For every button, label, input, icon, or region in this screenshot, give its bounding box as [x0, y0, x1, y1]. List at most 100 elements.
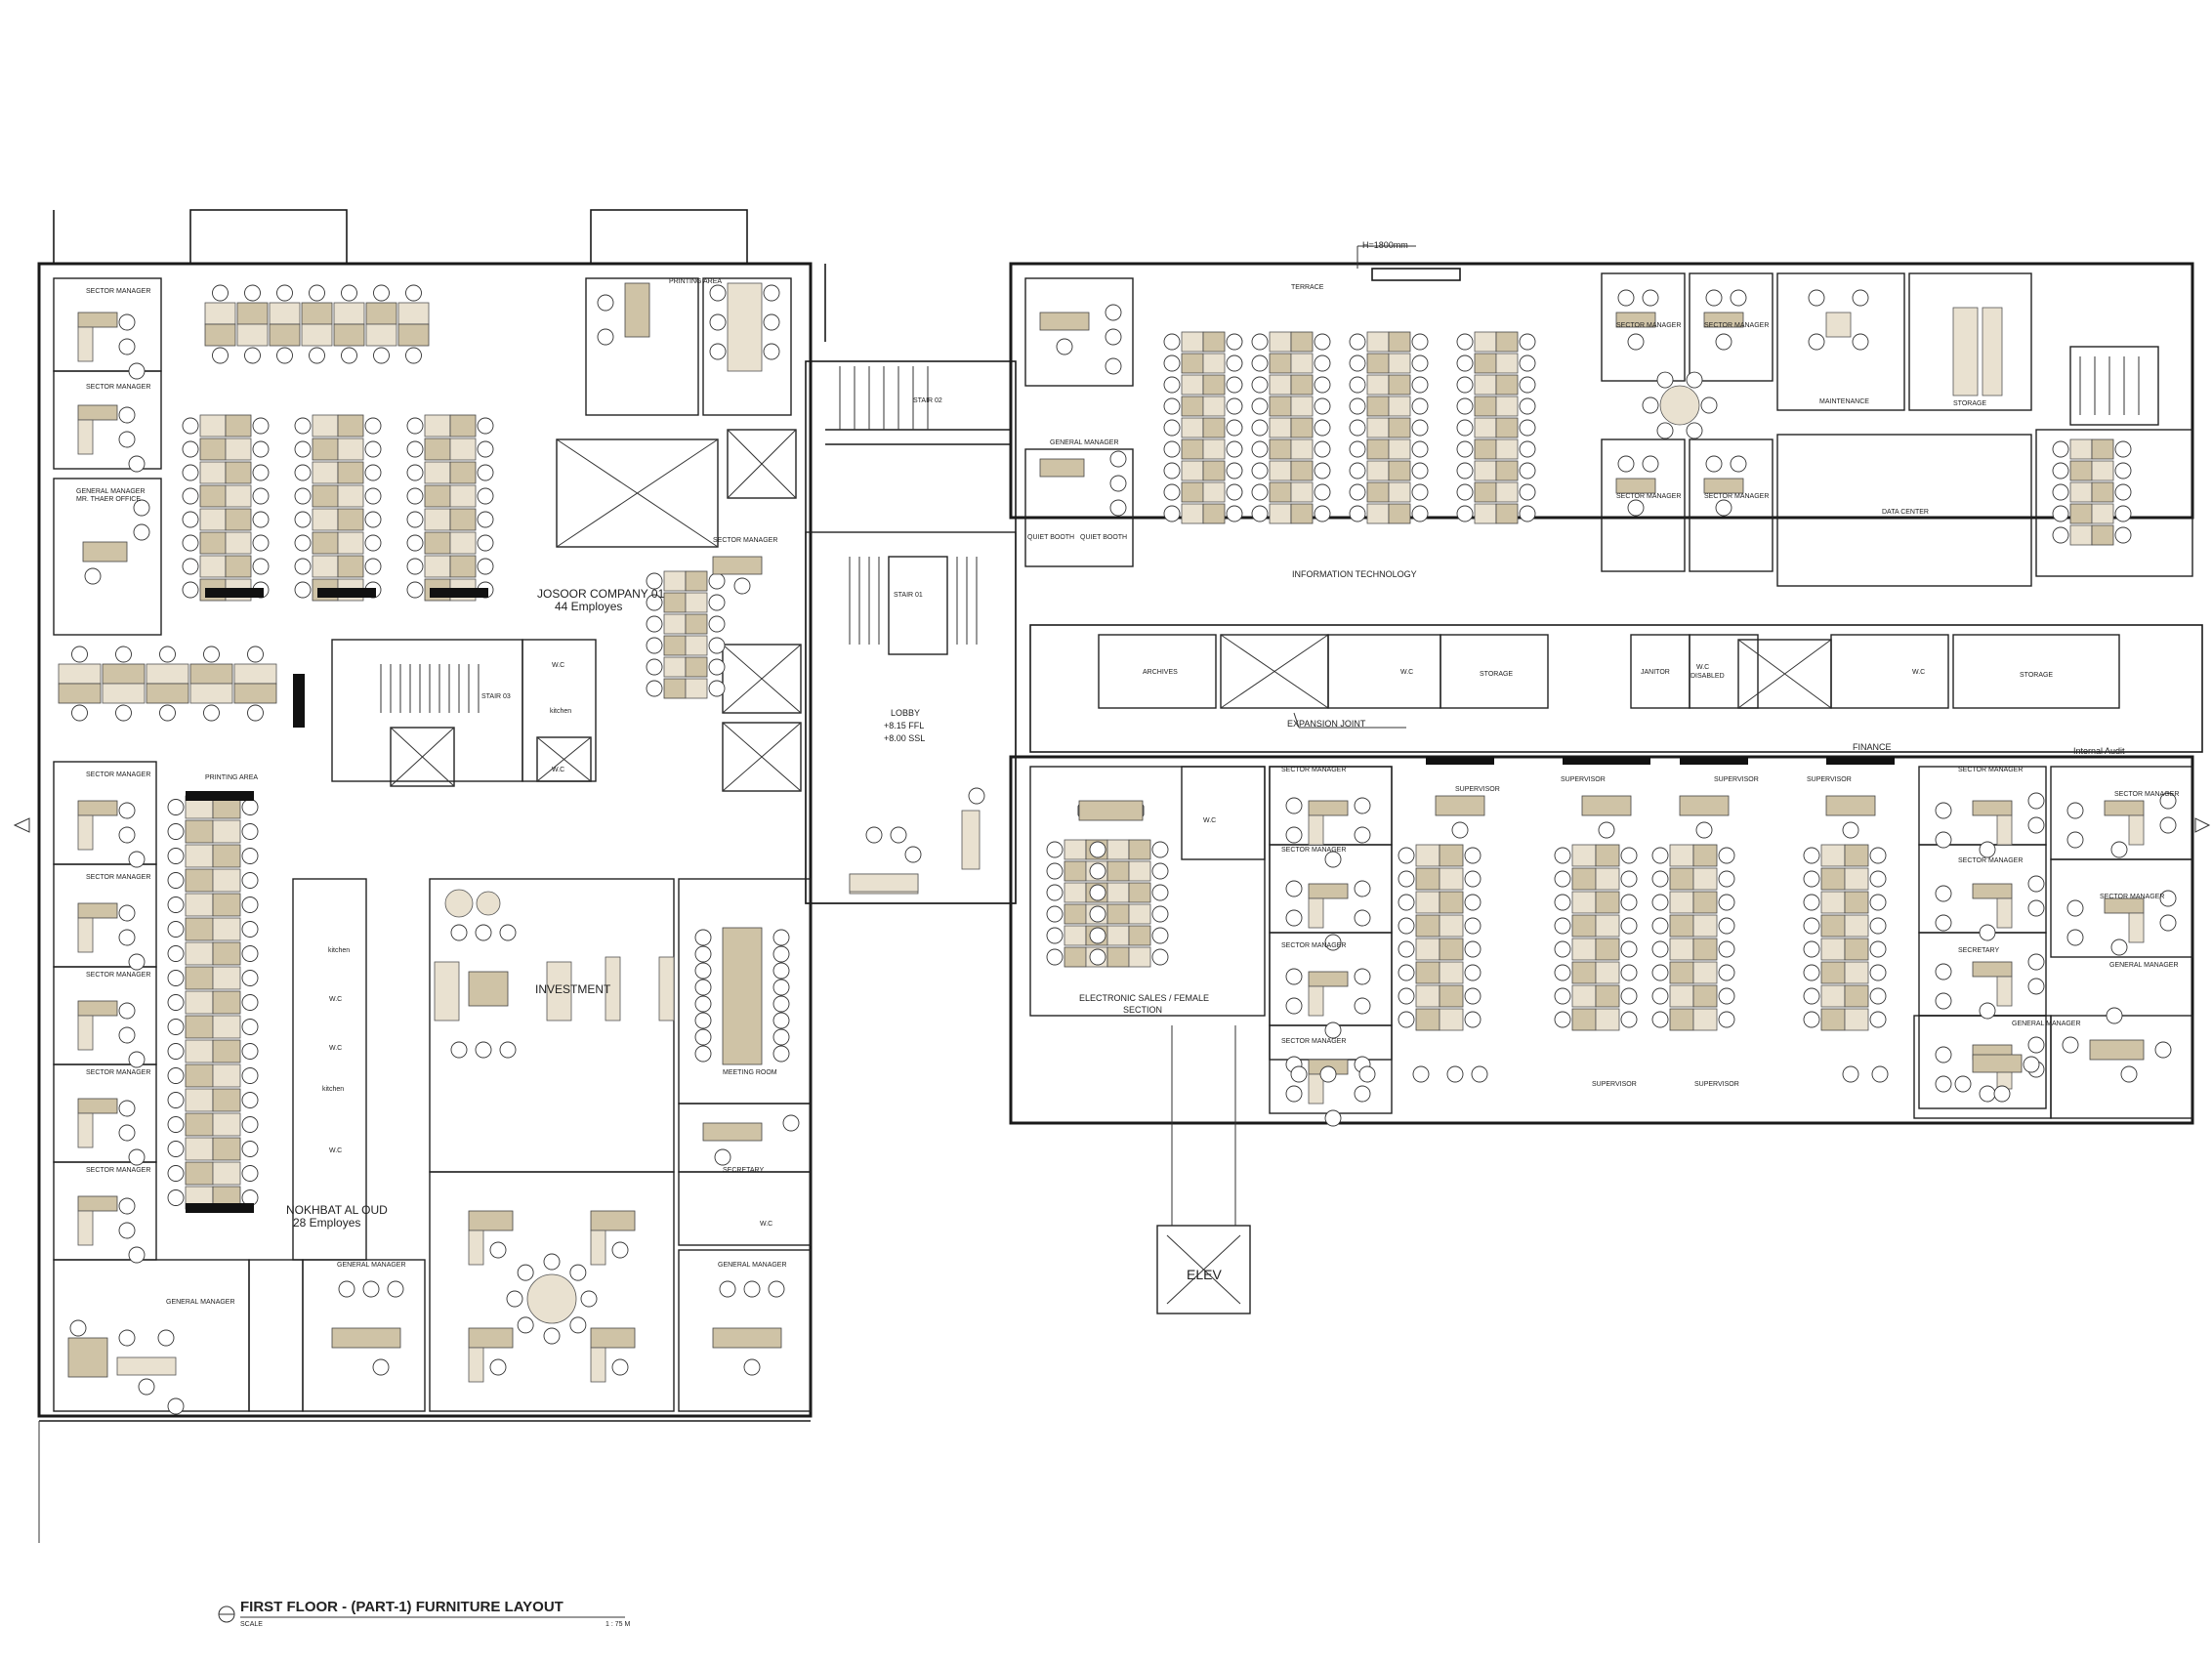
chair-icon: [1842, 1065, 1859, 1083]
desk: [663, 592, 687, 613]
maintenance-label: MAINTENANCE: [1819, 398, 1869, 405]
chair-icon: [241, 945, 259, 962]
chair-icon: [1163, 440, 1181, 458]
desk: [269, 323, 301, 347]
chair-icon: [1852, 289, 1869, 307]
desk: [1474, 396, 1497, 417]
chair-icon: [1314, 483, 1331, 501]
desk: [1039, 312, 1090, 331]
chair-icon: [1620, 964, 1638, 981]
chair-icon: [167, 1019, 185, 1035]
chair-icon: [406, 464, 424, 481]
desk: [1495, 417, 1519, 438]
chair-icon: [1979, 1085, 1996, 1103]
desk: [185, 1161, 214, 1186]
chair-icon: [182, 581, 199, 599]
chair-icon: [2062, 1036, 2079, 1054]
sector-mgr-label-13: SECTOR MANAGER: [1281, 767, 1346, 773]
desk: [312, 461, 339, 484]
sector-mgr-label-15: SECTOR MANAGER: [1281, 942, 1346, 949]
chair-icon: [489, 1358, 507, 1376]
chair-icon: [294, 534, 312, 552]
chair-icon: [1554, 940, 1571, 958]
desk: [1290, 503, 1314, 524]
chair-icon: [708, 680, 726, 697]
chair-icon: [646, 680, 663, 697]
drawing-title: FIRST FLOOR - (PART-1) FURNITURE LAYOUT: [240, 1599, 563, 1615]
chair-icon: [1686, 422, 1703, 439]
desk: [1415, 1008, 1440, 1031]
desk: [424, 555, 451, 578]
gm-office-line2: MR. THAER OFFICE: [76, 496, 141, 503]
chair-icon: [1251, 419, 1269, 437]
desk: [212, 990, 241, 1015]
chair-icon: [1163, 462, 1181, 480]
chair-icon: [364, 440, 382, 458]
desk: [312, 438, 339, 461]
desk: [1692, 1008, 1718, 1031]
chair-icon: [167, 1397, 185, 1415]
partition-bar: [430, 588, 488, 598]
chair-icon: [1464, 894, 1482, 911]
desk: [1064, 925, 1087, 946]
stair02-label: STAIR 02: [913, 397, 942, 404]
desk: [1996, 814, 2013, 846]
desk: [1415, 914, 1440, 938]
desk: [2128, 814, 2145, 846]
desk: [1290, 331, 1314, 353]
labels: JOSOOR COMPANY 01 44 Employes NOKHBAT AL…: [76, 240, 2179, 1306]
desk: [185, 868, 214, 893]
desk: [1308, 971, 1349, 987]
desk: [337, 508, 364, 531]
chair-icon: [708, 637, 726, 654]
desk: [1128, 946, 1151, 968]
desk: [365, 323, 397, 347]
desk: [590, 1347, 606, 1383]
desk: [116, 1356, 177, 1376]
wc-label-left-6: W.C: [760, 1221, 772, 1228]
desk: [199, 484, 227, 508]
chair-icon: [405, 347, 422, 364]
desk: [468, 1347, 484, 1383]
desk: [424, 461, 451, 484]
desk: [397, 323, 430, 347]
desk: [2069, 503, 2093, 524]
chair-icon: [1285, 797, 1303, 814]
desk: [849, 873, 919, 893]
desk: [1308, 1073, 1324, 1105]
desk: [1078, 800, 1144, 821]
chair-icon: [1226, 354, 1243, 372]
chair-icon: [247, 646, 264, 663]
desk: [337, 461, 364, 484]
meeting-room-label: MEETING ROOM: [723, 1069, 777, 1076]
desk: [685, 613, 708, 635]
chair-icon: [1651, 917, 1669, 935]
desk: [1202, 503, 1226, 524]
chair-icon: [1651, 1011, 1669, 1028]
chair-icon: [241, 1043, 259, 1060]
chair-icon: [244, 347, 261, 364]
chair-icon: [1554, 894, 1571, 911]
chair-icon: [506, 1290, 523, 1308]
section-marks: [13, 817, 2211, 1543]
chair-icon: [115, 704, 132, 722]
chair-icon: [1718, 917, 1735, 935]
central-core: [805, 366, 1017, 904]
desk: [1290, 417, 1314, 438]
desk: [1844, 938, 1869, 961]
zone-finance: FINANCE: [1853, 742, 1892, 752]
sector-mgr-label-6: SECTOR MANAGER: [86, 1069, 150, 1076]
desk: [468, 971, 509, 1007]
desk: [312, 531, 339, 555]
chair-icon: [1617, 455, 1635, 473]
chair-icon: [2110, 841, 2128, 858]
supervisor-label-6: SUPERVISOR: [1694, 1081, 1739, 1088]
chair-icon: [2052, 526, 2069, 544]
desk: [468, 1210, 514, 1231]
chair-icon: [252, 534, 270, 552]
chair-icon: [167, 1189, 185, 1206]
desk: [1669, 938, 1694, 961]
printing-area-label-top: PRINTING AREA: [669, 278, 722, 285]
chair-icon: [1163, 333, 1181, 351]
chair-icon: [71, 704, 88, 722]
